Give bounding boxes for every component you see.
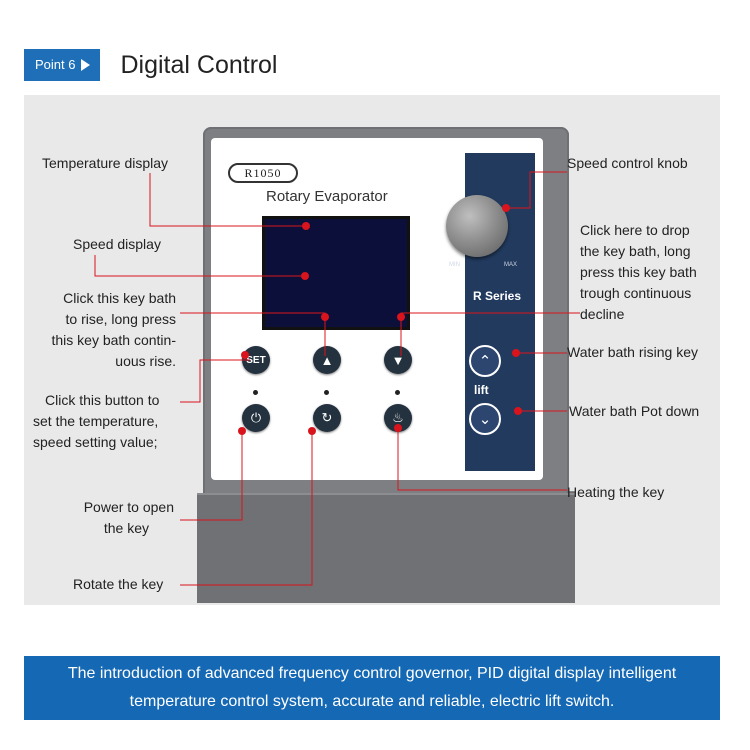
product-name: Rotary Evaporator (266, 188, 388, 205)
label-line: to rise, long press (65, 311, 177, 327)
heat-waves-icon: ♨ (392, 410, 404, 425)
bath-rise-key[interactable]: ▲ (313, 346, 341, 374)
label-line: set the temperature, (33, 413, 159, 429)
knob-min-label: MIN (449, 262, 460, 268)
power-key[interactable]: ⏻ (242, 404, 270, 432)
label-rotate-key: Rotate the key (73, 576, 164, 592)
label-temperature-display: Temperature display (42, 155, 169, 171)
indicator-dot (395, 390, 400, 395)
indicator-dot (324, 390, 329, 395)
water-bath-down-button[interactable]: ⌄ (469, 403, 501, 435)
label-line: the key (103, 520, 149, 536)
label-drop-key: Click here to drop the key bath, long pr… (580, 220, 697, 325)
label-line: Power to open (83, 499, 174, 515)
set-key-label: SET (246, 354, 266, 366)
rotate-key[interactable]: ↻ (313, 404, 341, 432)
footer-line: temperature control system, accurate and… (129, 693, 615, 710)
knob-max-label: MAX (504, 262, 518, 268)
label-line: Click this button to (45, 392, 160, 408)
control-box-base (197, 493, 575, 603)
heating-key[interactable]: ♨ (384, 404, 412, 432)
power-icon: ⏻ (250, 410, 262, 425)
label-line: press this key bath (580, 264, 697, 280)
play-triangle-icon (81, 59, 91, 71)
label-water-rise: Water bath rising key (567, 344, 698, 360)
label-power-key: Power to open the key (40, 497, 174, 539)
point-badge: Point 6 (24, 49, 101, 81)
set-button[interactable]: SET (242, 346, 270, 374)
indicator-dot (253, 390, 258, 395)
label-water-down: Water bath Pot down (569, 403, 700, 419)
triangle-up-icon: ▲ (320, 352, 334, 368)
label-line: decline (580, 306, 625, 322)
bath-drop-key[interactable]: ▼ (384, 346, 412, 374)
lcd-display (262, 216, 410, 330)
rotate-icon: ↻ (321, 410, 333, 425)
section-header: Point 6 Digital Control (24, 46, 278, 84)
label-line: Click here to drop (580, 222, 690, 238)
triangle-down-icon: ▼ (391, 352, 405, 368)
section-title: Digital Control (120, 50, 278, 79)
double-chevron-down-icon: ⌄ (478, 411, 492, 428)
speed-control-knob[interactable] (446, 195, 508, 257)
label-heating-key: Heating the key (567, 484, 665, 500)
double-chevron-up-icon: ⌃ (478, 353, 492, 370)
label-set-button: Click this button to set the temperature… (33, 390, 159, 453)
label-line: Click this key bath (63, 290, 176, 306)
label-line: speed setting value; (33, 434, 158, 450)
label-line: the key bath, long (580, 243, 691, 259)
water-bath-rise-button[interactable]: ⌃ (469, 345, 501, 377)
lift-label: lift (474, 383, 489, 397)
badge-label: Point 6 (35, 57, 76, 72)
label-speed-knob: Speed control knob (567, 155, 688, 171)
model-badge: R1050 (228, 163, 298, 183)
footer-banner: The introduction of advanced frequency c… (24, 656, 720, 720)
label-line: uous rise. (115, 353, 176, 369)
footer-line: The introduction of advanced frequency c… (67, 665, 677, 682)
label-rise-key: Click this key bath to rise, long press … (20, 288, 176, 372)
label-speed-display: Speed display (73, 236, 161, 252)
label-line: trough continuous (580, 285, 692, 301)
series-label: R Series (473, 289, 522, 303)
label-line: this key bath contin- (51, 332, 176, 348)
